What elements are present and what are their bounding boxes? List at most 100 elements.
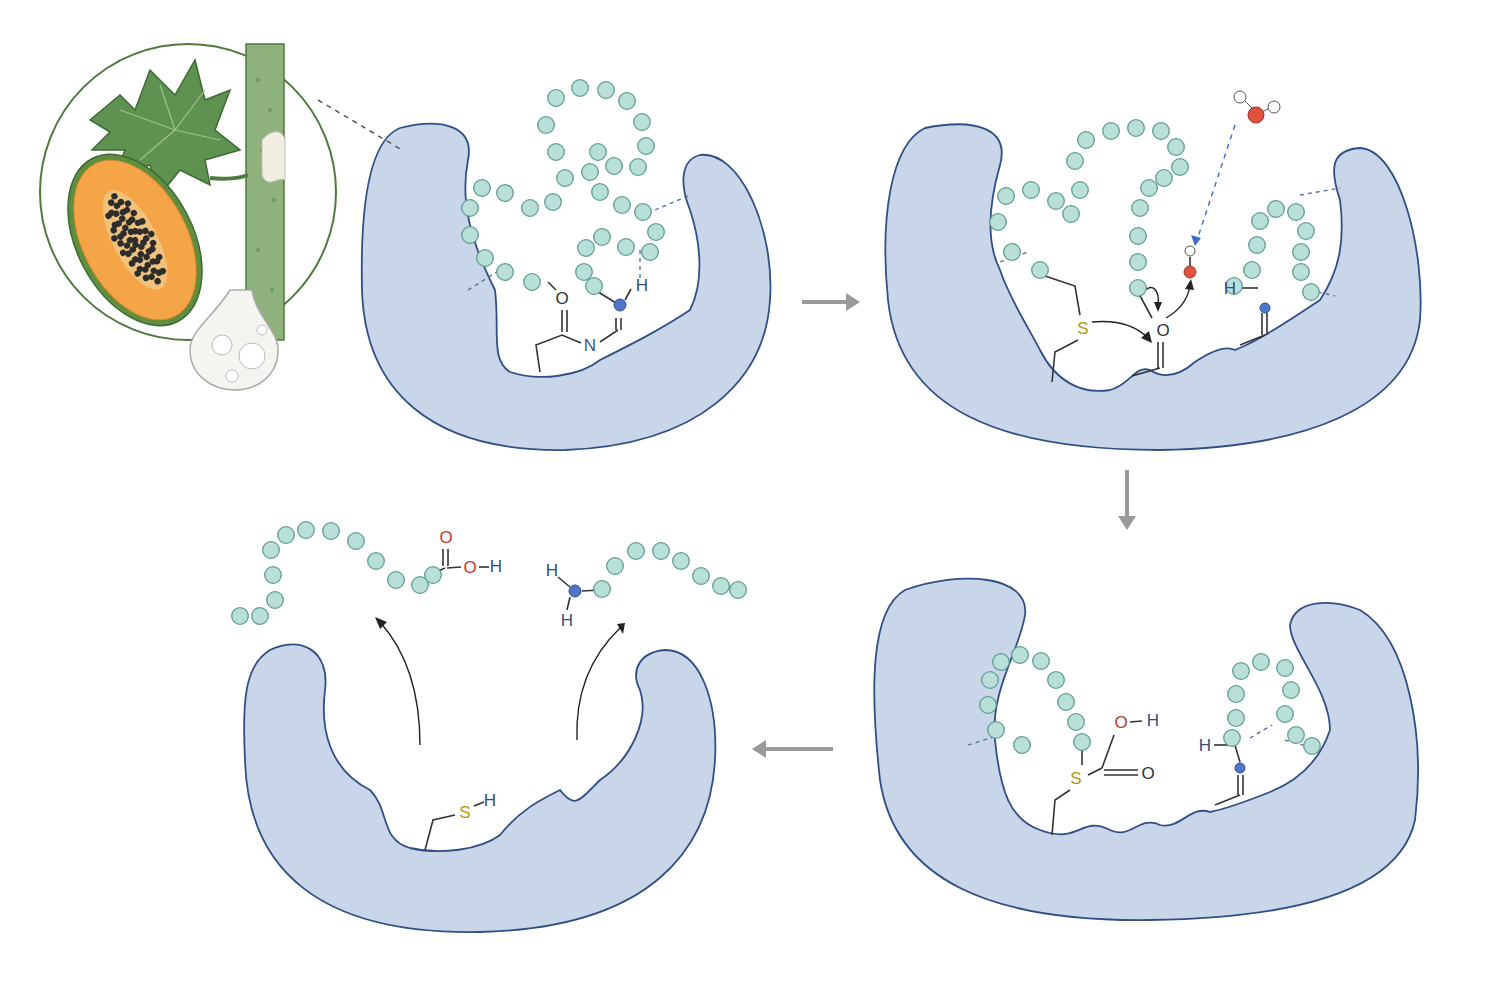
papaya-seed — [119, 248, 128, 257]
amino-acid-bead — [497, 185, 514, 202]
enzyme-shape — [875, 575, 1425, 925]
amino-acid-bead — [298, 522, 315, 539]
amino-acid-bead — [1033, 653, 1050, 670]
amino-acid-bead — [557, 170, 574, 187]
enzyme-shape — [885, 120, 1425, 455]
atom-label: S — [1070, 770, 1081, 787]
atom-label: S — [459, 804, 470, 821]
amino-acid-bead — [990, 214, 1007, 231]
papaya-seed — [124, 199, 133, 208]
amino-acid-bead — [1277, 706, 1294, 723]
amino-acid-bead — [1130, 280, 1147, 297]
arrow-head — [752, 740, 766, 758]
amino-acid-bead — [619, 93, 636, 110]
arrow-head — [846, 293, 860, 311]
amino-acid-bead — [1303, 284, 1320, 301]
amino-acid-bead — [1293, 244, 1310, 261]
amino-acid-bead — [1224, 730, 1241, 747]
enzyme-shape — [240, 640, 720, 936]
amino-acid-bead — [474, 180, 491, 197]
amino-acid-bead — [1277, 660, 1294, 677]
amino-acid-bead — [606, 158, 623, 175]
enzyme-outline — [244, 644, 715, 932]
anchor-lines — [468, 188, 1340, 750]
amino-acid-bead — [592, 184, 609, 201]
amino-acid-bead — [323, 523, 340, 540]
atom-dots — [569, 91, 1280, 773]
amino-acid-bead — [232, 608, 249, 625]
amino-acid-bead — [598, 82, 615, 99]
enzyme-pocket: S O H — [885, 120, 1425, 455]
amino-acid-bead — [1130, 228, 1147, 245]
atom-label: H — [546, 562, 558, 579]
atom-label: O — [439, 529, 452, 546]
enzyme-pocket: SH — [240, 640, 720, 936]
bonds — [425, 257, 1267, 850]
amino-acid-bead — [594, 581, 611, 598]
papaya-seed — [159, 267, 168, 276]
amino-acid-bead — [1288, 727, 1305, 744]
amino-acid-bead — [368, 553, 385, 570]
amino-acid-bead — [1288, 204, 1305, 221]
arrow-heads — [375, 235, 1201, 634]
amino-acid-bead — [1004, 244, 1021, 261]
amino-acid-bead — [988, 722, 1005, 739]
amino-acid-bead — [980, 697, 997, 714]
amino-acid-bead — [1172, 159, 1189, 176]
amino-acid-bead — [1128, 120, 1145, 137]
amino-acid-bead — [1074, 734, 1091, 751]
amino-acid-bead — [607, 558, 624, 575]
amino-acid-bead — [1253, 654, 1270, 671]
amino-acid-bead — [1012, 647, 1029, 664]
amino-acid-bead — [1058, 694, 1075, 711]
amino-acid-bead — [1063, 206, 1080, 223]
atom-label: S — [1077, 320, 1088, 337]
papaya-seed — [116, 232, 125, 241]
atom-label: H — [1224, 280, 1236, 297]
amino-acid-bead — [548, 144, 565, 161]
amino-acid-bead — [524, 274, 541, 291]
step-arrow — [802, 293, 860, 311]
amino-acid-bead — [1078, 132, 1095, 149]
amino-acid-bead — [1156, 170, 1173, 187]
amino-acid-bead — [263, 542, 280, 559]
amino-acid-bead — [673, 553, 690, 570]
amino-acid-bead — [635, 204, 652, 221]
amino-acid-bead — [522, 200, 539, 217]
amino-acid-bead — [1048, 672, 1065, 689]
amino-acid-bead — [1067, 153, 1084, 170]
amino-acid-bead — [1130, 254, 1147, 271]
atom-label: O — [555, 290, 568, 307]
amino-acid-bead — [267, 592, 284, 609]
amino-acid-bead — [998, 188, 1015, 205]
amino-acid-bead — [1244, 262, 1261, 279]
papaya-seed — [155, 253, 164, 262]
atom-label: H — [636, 277, 648, 294]
amino-acid-bead — [1072, 182, 1089, 199]
atom-label: O — [1156, 322, 1169, 339]
papaya-seed — [153, 277, 162, 286]
amino-acid-bead — [462, 200, 479, 217]
papaya-seed — [123, 241, 132, 250]
atom-label: N — [584, 337, 596, 354]
papaya-seed — [147, 230, 156, 239]
amino-acid-bead — [1233, 663, 1250, 680]
amino-acid-bead — [630, 159, 647, 176]
papaya-seed — [116, 239, 125, 248]
amino-acid-bead — [545, 194, 562, 211]
amino-acid-bead — [1298, 223, 1315, 240]
amino-acid-bead — [538, 117, 555, 134]
enzyme-pocket: OHSOH — [875, 575, 1425, 925]
atom-label: O — [1141, 765, 1154, 782]
papaya-seed — [109, 226, 118, 235]
papaya-seed — [104, 211, 113, 220]
amino-acid-bead — [348, 533, 365, 550]
amino-acid-bead — [1153, 123, 1170, 140]
amino-acid-bead — [634, 114, 651, 131]
amino-acid-bead — [614, 197, 631, 214]
amino-acid-bead — [425, 567, 442, 584]
amino-acid-bead — [1283, 682, 1300, 699]
amino-acid-bead — [713, 578, 730, 595]
amino-acid-bead — [693, 568, 710, 585]
